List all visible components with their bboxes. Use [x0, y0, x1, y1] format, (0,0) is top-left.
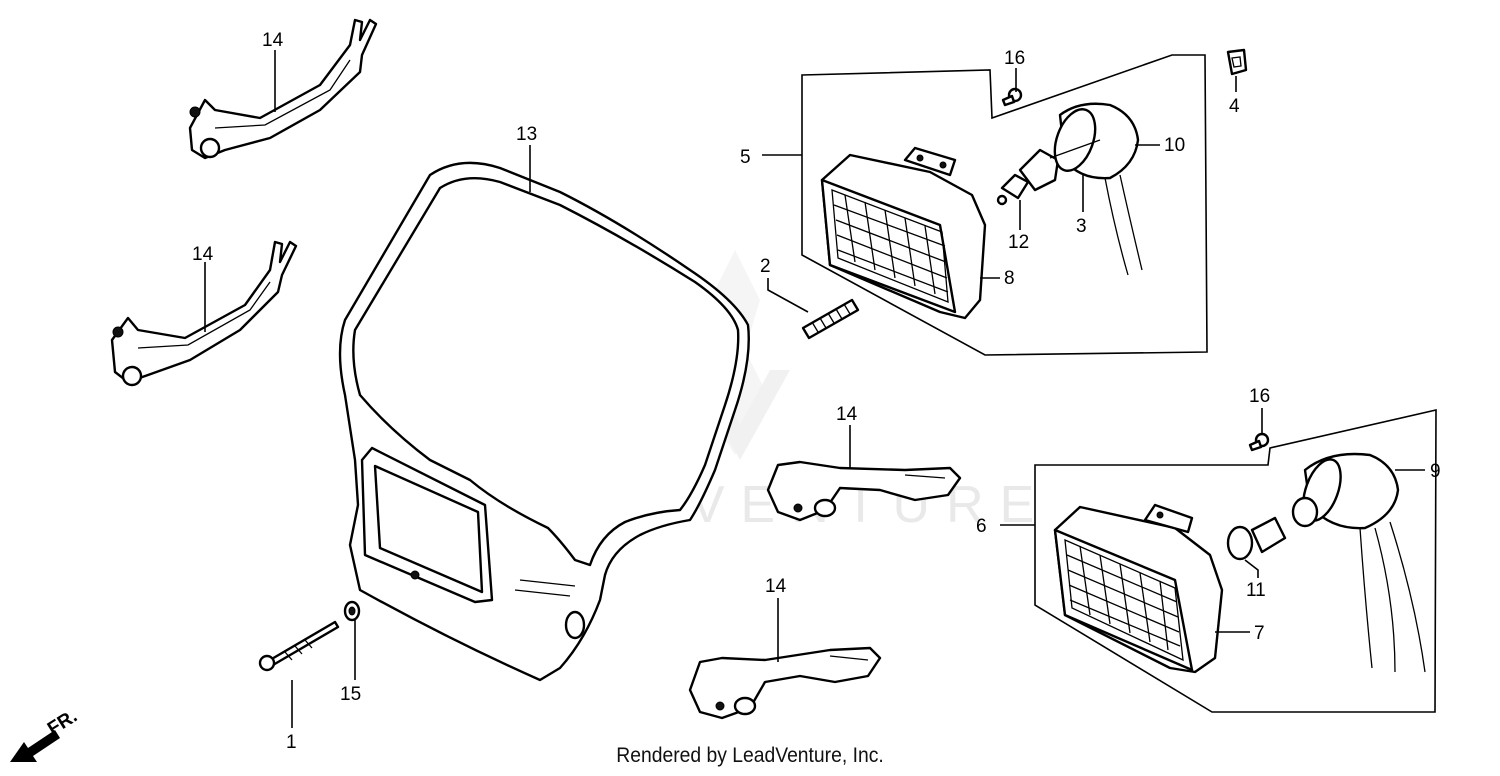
- callout-10: 10: [1164, 135, 1185, 156]
- washer-15[interactable]: [343, 600, 361, 622]
- footer-credit: Rendered by LeadVenture, Inc.: [616, 744, 884, 767]
- callout-4: 4: [1229, 96, 1240, 117]
- callout-14-center-upper: 14: [836, 404, 858, 425]
- callout-9: 9: [1430, 461, 1441, 482]
- bulb-12[interactable]: [996, 148, 1060, 206]
- callout-3: 3: [1076, 216, 1087, 237]
- bolt-1[interactable]: [258, 620, 340, 672]
- callout-1: 1: [286, 732, 297, 753]
- callout-14-center-lower: 14: [765, 576, 787, 597]
- socket-10[interactable]: [1047, 102, 1143, 276]
- callout-14-lower-left: 14: [192, 244, 214, 265]
- headlight-unit-7[interactable]: [1053, 503, 1224, 674]
- screw-16-lower[interactable]: [1248, 432, 1270, 452]
- headlight-assembly-5-outline: [801, 54, 1208, 356]
- leader-lines: [204, 50, 1425, 728]
- callout-16-upper: 16: [1004, 48, 1025, 69]
- callout-16-lower: 16: [1249, 386, 1270, 407]
- callout-12: 12: [1008, 232, 1029, 253]
- callout-15: 15: [340, 684, 361, 705]
- bracket-14-center-lower[interactable]: [688, 646, 882, 720]
- headlight-assembly-6-outline: [1034, 408, 1437, 713]
- adjusting-screw-2[interactable]: [801, 298, 860, 340]
- callout-8: 8: [1004, 268, 1015, 289]
- bulb-11[interactable]: [1226, 516, 1287, 561]
- callout-7: 7: [1254, 623, 1265, 644]
- callout-11: 11: [1246, 580, 1266, 601]
- callout-2: 2: [760, 256, 771, 277]
- bracket-14-center-upper[interactable]: [766, 460, 962, 522]
- callout-5: 5: [740, 147, 751, 168]
- bracket-14-lower-left[interactable]: [110, 240, 298, 387]
- socket-9[interactable]: [1291, 452, 1426, 673]
- callout-14-upper-left: 14: [262, 30, 284, 51]
- headlight-unit-8[interactable]: [820, 146, 987, 320]
- clip-4[interactable]: [1226, 48, 1248, 76]
- callout-13: 13: [516, 124, 537, 145]
- screw-16-upper[interactable]: [1001, 87, 1023, 107]
- callout-6: 6: [976, 516, 987, 537]
- front-direction-arrow-icon: [10, 730, 60, 762]
- headlight-cover-13[interactable]: [338, 161, 750, 682]
- bracket-14-upper-left[interactable]: [188, 18, 378, 160]
